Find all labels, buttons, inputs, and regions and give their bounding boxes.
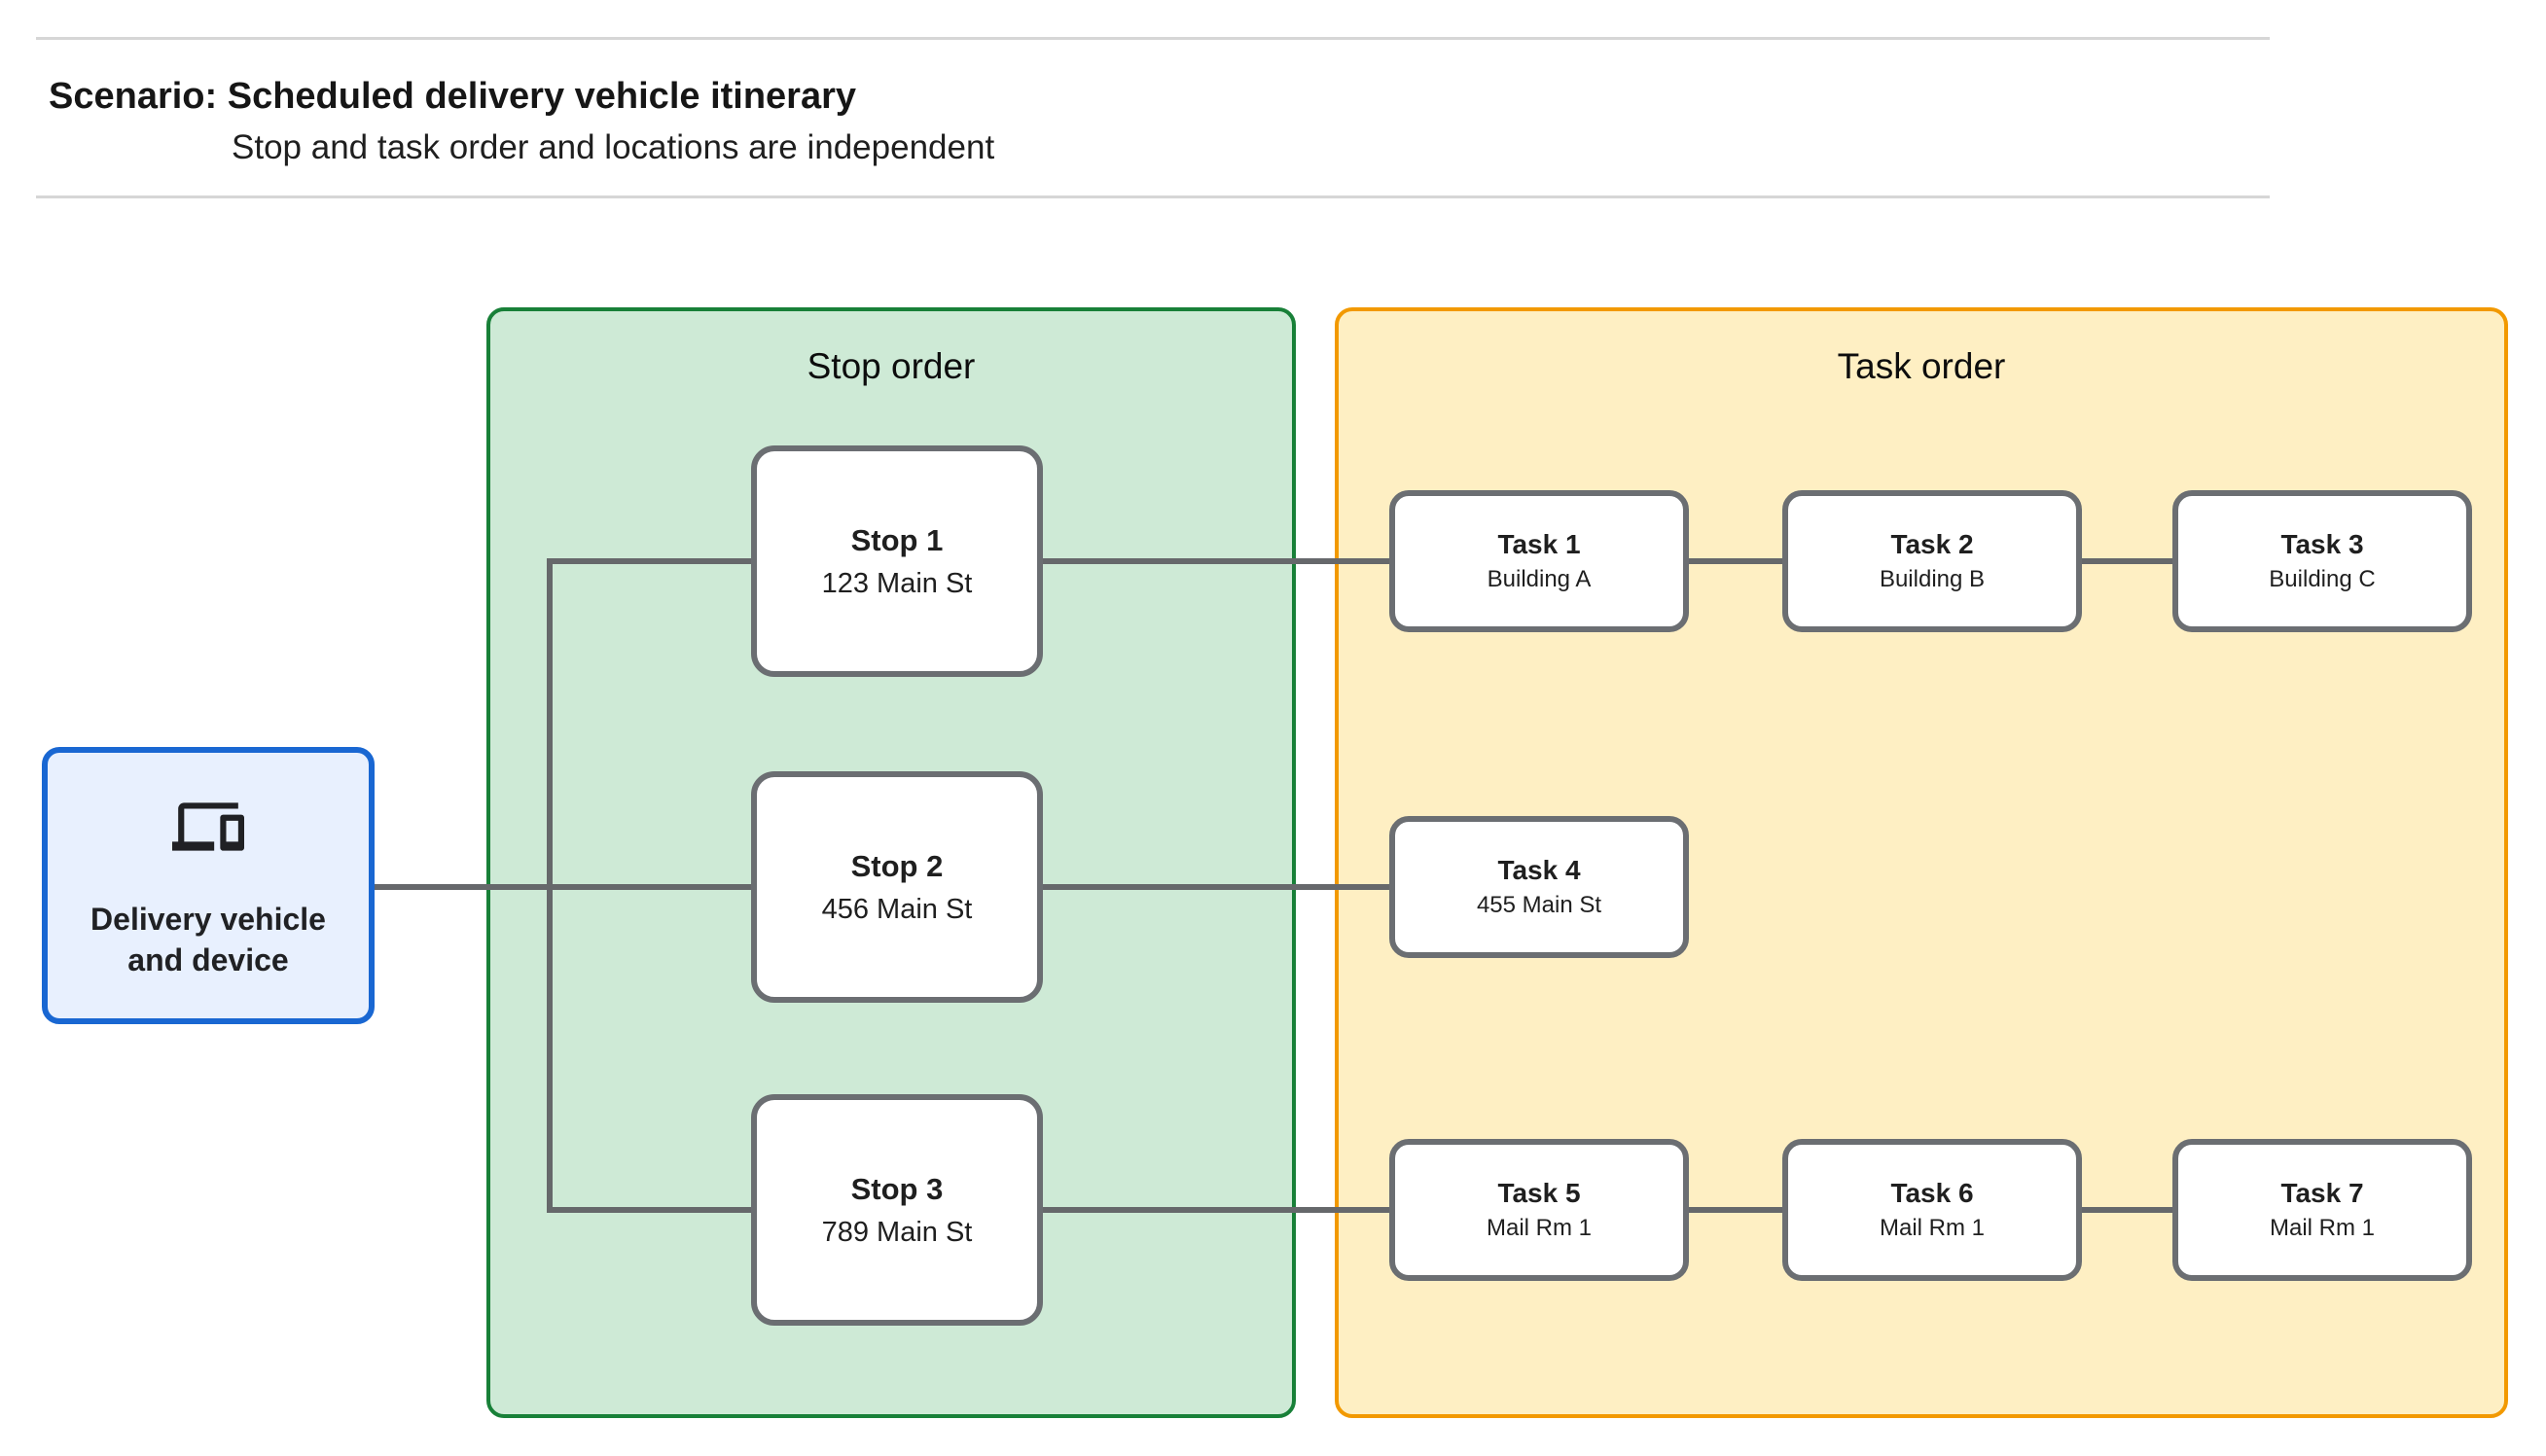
- connector-trunk-to-stop1: [550, 558, 751, 564]
- delivery-vehicle-box: Delivery vehicle and device: [42, 747, 375, 1024]
- task-6-location: Mail Rm 1: [1879, 1215, 1985, 1241]
- stop-3-box: Stop 3 789 Main St: [751, 1094, 1043, 1326]
- task-6-box: Task 6 Mail Rm 1: [1782, 1139, 2082, 1281]
- connector-stop1-to-task1: [1043, 558, 1389, 564]
- connector-trunk-to-stop3: [550, 1207, 751, 1213]
- header-divider-bottom: [36, 195, 2270, 198]
- stop-order-title: Stop order: [807, 346, 976, 386]
- stop-3-name: Stop 3: [850, 1171, 944, 1206]
- task-5-box: Task 5 Mail Rm 1: [1389, 1139, 1689, 1281]
- task-3-box: Task 3 Building C: [2172, 490, 2472, 632]
- task-3-location: Building C: [2269, 566, 2376, 592]
- task-5-location: Mail Rm 1: [1486, 1215, 1592, 1241]
- task-4-location: 455 Main St: [1476, 892, 1602, 918]
- task-2-box: Task 2 Building B: [1782, 490, 2082, 632]
- stop-1-box: Stop 1 123 Main St: [751, 445, 1043, 677]
- task-3-name: Task 3: [2280, 529, 2364, 559]
- stop-1-name: Stop 1: [850, 522, 944, 557]
- connector-task2-to-task3: [2082, 558, 2172, 564]
- task-6-name: Task 6: [1890, 1178, 1974, 1208]
- connector-trunk-vertical: [547, 558, 553, 1213]
- task-2-location: Building B: [1879, 566, 1986, 592]
- connector-stop2-to-task4: [1043, 884, 1389, 890]
- page-title: Scenario: Scheduled delivery vehicle iti…: [49, 76, 857, 117]
- stop-2-box: Stop 2 456 Main St: [751, 771, 1043, 1003]
- connector-vehicle-to-stop2: [375, 884, 756, 890]
- delivery-vehicle-label: Delivery vehicle and device: [90, 901, 326, 977]
- task-4-box: Task 4 455 Main St: [1389, 816, 1689, 958]
- task-7-box: Task 7 Mail Rm 1: [2172, 1139, 2472, 1281]
- header-divider-top: [36, 37, 2270, 40]
- task-1-location: Building A: [1487, 566, 1592, 592]
- task-4-name: Task 4: [1497, 855, 1581, 885]
- task-7-name: Task 7: [2280, 1178, 2364, 1208]
- task-1-name: Task 1: [1497, 529, 1581, 559]
- stop-2-name: Stop 2: [850, 848, 944, 883]
- stop-3-address: 789 Main St: [821, 1216, 973, 1248]
- stop-2-address: 456 Main St: [821, 893, 973, 925]
- connector-task6-to-task7: [2082, 1207, 2172, 1213]
- task-7-location: Mail Rm 1: [2269, 1215, 2375, 1241]
- task-1-box: Task 1 Building A: [1389, 490, 1689, 632]
- task-2-name: Task 2: [1890, 529, 1974, 559]
- devices-icon: [172, 802, 244, 851]
- connector-task1-to-task2: [1689, 558, 1782, 564]
- page-subtitle: Stop and task order and locations are in…: [232, 128, 995, 166]
- task-5-name: Task 5: [1497, 1178, 1581, 1208]
- connector-stop3-to-task5: [1043, 1207, 1389, 1213]
- connector-task5-to-task6: [1689, 1207, 1782, 1213]
- stop-1-address: 123 Main St: [821, 567, 973, 599]
- task-order-title: Task order: [1837, 346, 2006, 386]
